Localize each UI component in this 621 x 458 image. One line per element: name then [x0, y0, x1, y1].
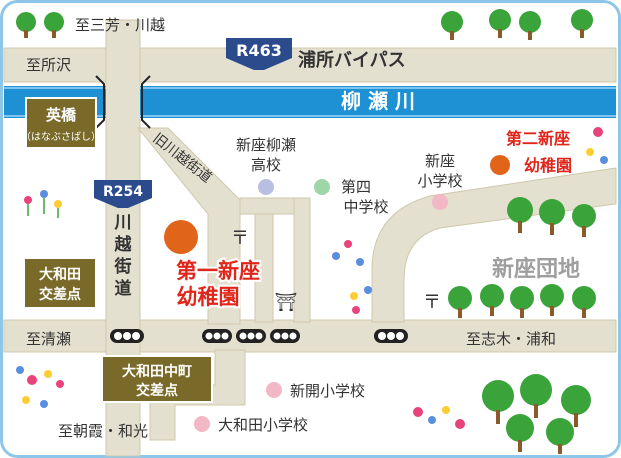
road-label-west-mid: 至清瀬 [26, 330, 71, 348]
tree-cluster-top-right [441, 9, 593, 40]
flower-cluster-bottom-left [16, 366, 64, 408]
yamatoda-nakamachi-line2: 交差点 [136, 382, 178, 399]
post-office-icon: 〒 [231, 228, 249, 249]
road-label-east: 至志木・浦和 [466, 330, 556, 348]
yamatoda-intersection-box [23, 257, 97, 309]
bridge-reading: （はなぶさばし） [21, 131, 101, 143]
road-old-kawagoe-kaido [136, 127, 241, 325]
kindergarten-second-line1: 第二新座 [506, 129, 570, 148]
school-niiza-elementary-line2: 小学校 [417, 172, 462, 190]
flower-cluster-right-top [586, 127, 608, 164]
school-yamatoda-elementary-label: 大和田小学校 [218, 416, 308, 434]
shrine-icon: ⛩ [275, 292, 298, 313]
flower-cluster-bottom-mid [413, 406, 465, 429]
area-danchi: 新座団地 [492, 256, 580, 282]
signal-danchi [374, 329, 408, 343]
flowers [16, 127, 608, 429]
kawagoe-kaido-char-3: 街 [114, 256, 132, 277]
river-name: 柳 瀬 川 [341, 89, 415, 113]
kawagoe-kaido-char-2: 越 [114, 234, 133, 255]
traffic-signals [110, 329, 408, 343]
school-shinkai-elementary: 新開小学校 [266, 382, 365, 400]
kawagoe-kaido-char-1: 川 [114, 213, 132, 233]
flower-cluster-mid [332, 240, 372, 314]
signal-nakamachi-1 [202, 329, 232, 343]
kindergarten-first-dot [164, 220, 198, 254]
kindergarten-first-line1: 第一新座 [176, 259, 260, 283]
flower-cluster-left [24, 190, 62, 218]
school-niiza-elementary-dot [432, 194, 448, 210]
signal-nakamachi-2 [236, 329, 266, 343]
yamatoda-nakamachi-line1: 大和田中町 [122, 363, 192, 380]
school-daiyon-junior-line2: 中学校 [343, 198, 388, 216]
r463-badge: R463 [226, 38, 292, 70]
kindergarten-second-dot [490, 155, 510, 175]
school-niiza-elementary: 新座 小学校 [417, 152, 463, 210]
kindergarten-second: 第二新座 幼稚園 [490, 129, 572, 175]
kindergarten-first-line2: 幼稚園 [177, 285, 240, 309]
bridge-rail-right [141, 75, 151, 129]
tree-cluster-bottom-right [482, 374, 591, 454]
bridge [106, 86, 140, 118]
kindergarten-second-line2: 幼稚園 [524, 156, 572, 175]
school-niiza-elementary-line1: 新座 [425, 152, 455, 170]
post-office-icon: 〒 [423, 292, 441, 313]
school-shinkai-elementary-label: 新開小学校 [290, 382, 365, 400]
signal-nakamachi-3 [270, 329, 300, 343]
r463-name: 浦所バイパス [298, 49, 406, 71]
road-side-3 [293, 197, 311, 323]
school-yanase-high-line2: 高校 [251, 156, 281, 174]
road-label-north: 至三芳・川越 [75, 16, 165, 34]
tree-cluster-top-left [16, 12, 64, 38]
r463-badge-text: R463 [236, 41, 282, 60]
bridge-label-box [25, 97, 97, 149]
bridge-rail-left [95, 75, 105, 129]
road-label-west-top: 至所沢 [26, 56, 71, 74]
yamatoda-intersection-line1: 大和田 [39, 266, 81, 283]
r254-badge: R254 [94, 180, 152, 208]
school-daiyon-junior: 第四 中学校 [314, 178, 389, 216]
school-yanase-high: 新座柳瀬 高校 [236, 136, 296, 195]
school-daiyon-junior-dot [314, 179, 330, 195]
school-yamatoda-elementary: 大和田小学校 [194, 416, 308, 434]
school-yanase-high-dot [258, 179, 274, 195]
road-label-south: 至朝霞・和光 [58, 422, 148, 440]
tree-cluster-danchi-bottom [448, 284, 596, 318]
school-daiyon-junior-line1: 第四 [341, 178, 371, 196]
kindergarten-first: 第一新座 幼稚園 [164, 220, 262, 311]
tree-cluster-danchi-top [507, 197, 596, 237]
school-yamatoda-elementary-dot [194, 416, 210, 432]
yamatoda-nakamachi-box [101, 355, 213, 403]
kawagoe-kaido-label: 川 越 街 道 [114, 213, 133, 299]
yamatoda-intersection-line2: 交差点 [39, 286, 81, 303]
school-shinkai-elementary-dot [266, 382, 282, 398]
r254-badge-text: R254 [103, 184, 143, 200]
signal-yamatoda [110, 329, 144, 343]
bridge-name: 英橋 [46, 106, 77, 124]
kawagoe-kaido-char-4: 道 [115, 278, 132, 299]
trees [16, 9, 596, 454]
school-yanase-high-line1: 新座柳瀬 [236, 136, 296, 154]
